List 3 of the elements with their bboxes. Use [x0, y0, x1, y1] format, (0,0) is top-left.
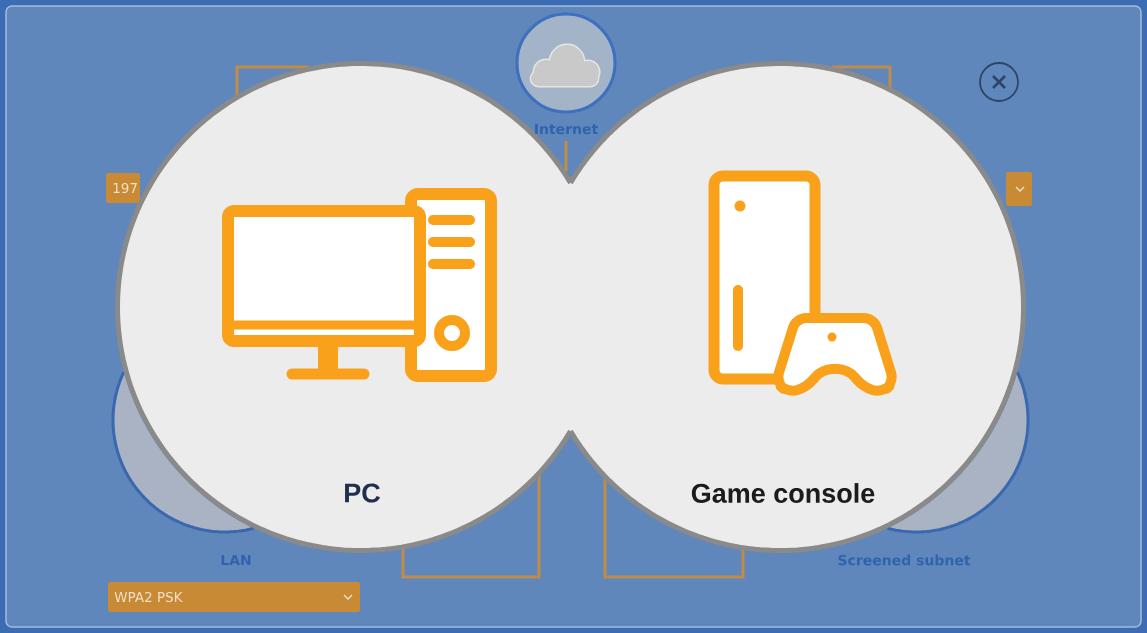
dropdown: WPA2 PSK [108, 582, 360, 612]
connector-line [564, 141, 568, 171]
dropdown: 197 [106, 173, 140, 203]
